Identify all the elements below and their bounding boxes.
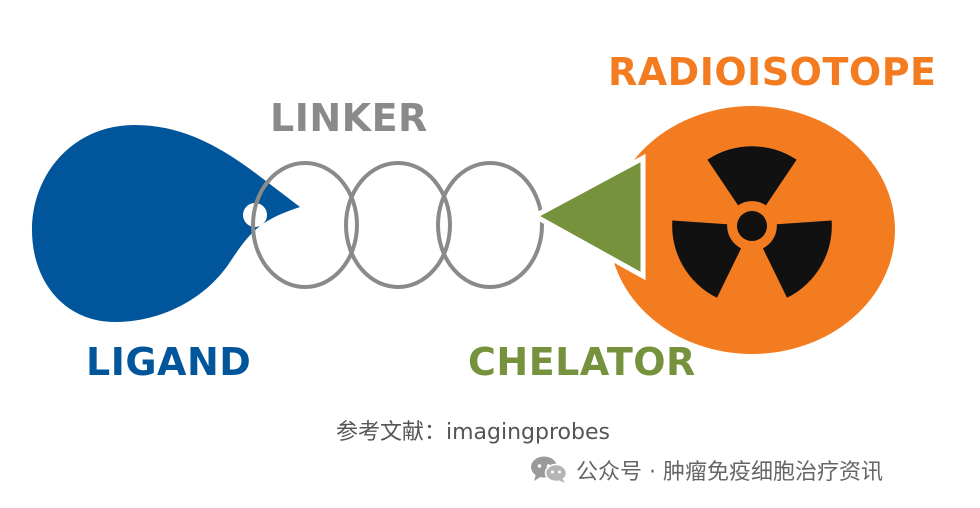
radiation-blade-right — [762, 220, 832, 298]
linker-ring-2 — [344, 161, 452, 289]
wechat-icon — [531, 456, 568, 483]
chelator-triangle — [529, 153, 646, 281]
radiation-center — [737, 211, 767, 241]
linker-ring-3 — [436, 161, 544, 289]
radiation-icon — [672, 146, 832, 298]
linker-ring-1 — [251, 161, 359, 289]
linker-rings — [251, 161, 544, 289]
footer-text: 公众号 · 肿瘤免疫细胞治疗资讯 — [576, 460, 883, 485]
ligand-label: LIGAND — [86, 340, 252, 384]
reference-text: 参考文献：imagingprobes — [336, 420, 610, 445]
radioisotope-label: RADIOISOTOPE — [608, 50, 937, 94]
linker-label: LINKER — [270, 96, 428, 140]
ligand-shape — [32, 125, 300, 322]
radiation-blade-left — [672, 220, 742, 298]
chelator-label: CHELATOR — [468, 340, 696, 384]
radiation-blade-top — [707, 146, 797, 206]
footer-attribution: 公众号 · 肿瘤免疫细胞治疗资讯 — [530, 454, 883, 486]
